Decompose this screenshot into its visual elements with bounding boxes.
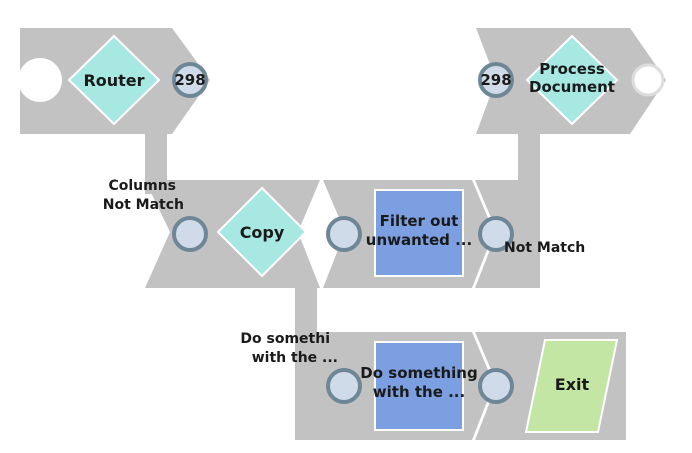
do-something-label-line1: Do something	[360, 364, 477, 382]
process-document-input-port[interactable]	[478, 62, 514, 98]
copy-branch-connector	[295, 285, 317, 345]
process-document-output-port[interactable]	[631, 63, 665, 97]
router-diamond[interactable]	[67, 34, 161, 126]
process-document-label-line1: Process	[539, 60, 605, 78]
do-something-input-port[interactable]	[326, 368, 362, 404]
copy-diamond[interactable]	[216, 186, 308, 278]
process-document-count: 298	[480, 71, 511, 89]
filter-label-line2: unwanted ...	[366, 231, 472, 249]
exit-label: Exit	[555, 375, 590, 394]
filter-input-port[interactable]	[326, 216, 362, 252]
do-something-label-line2: with the ...	[373, 383, 465, 401]
route-label-do-something-line2: with the ...	[252, 350, 338, 366]
route-label-not-match: Not Match	[504, 240, 585, 256]
process-document-diamond[interactable]	[525, 34, 619, 126]
router-connector	[145, 132, 167, 194]
copy-input-port[interactable]	[172, 216, 208, 252]
copy-label: Copy	[240, 223, 285, 242]
exit-input-port[interactable]	[478, 368, 514, 404]
route-label-columns-line1: Columns	[108, 178, 176, 194]
process-document-connector	[518, 132, 540, 194]
router-label: Router	[83, 71, 144, 90]
do-something-left-edge	[295, 332, 340, 440]
route-label-do-something-line1: Do somethi	[240, 331, 330, 347]
filter-label-line1: Filter out	[380, 212, 459, 230]
route-label-columns-line2: Not Match	[103, 197, 184, 213]
filter-box[interactable]	[374, 189, 464, 277]
exit-parallelogram[interactable]	[524, 339, 619, 433]
router-input-notch	[18, 58, 62, 102]
do-something-box[interactable]	[374, 341, 464, 431]
filter-output-port[interactable]	[478, 216, 514, 252]
process-document-label-line2: Document	[529, 78, 615, 96]
router-count: 298	[174, 71, 205, 89]
router-output-port[interactable]	[172, 62, 208, 98]
